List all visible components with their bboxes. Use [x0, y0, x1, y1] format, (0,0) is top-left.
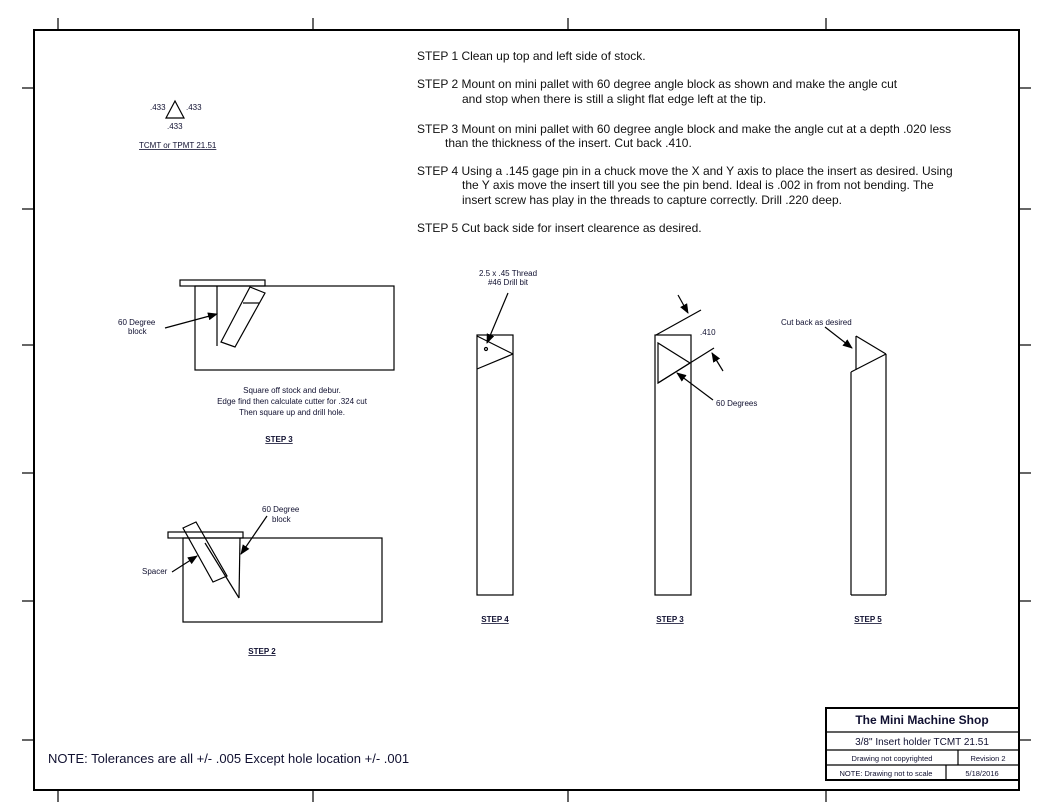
label: block — [128, 327, 148, 336]
label: block — [272, 515, 292, 524]
label: Spacer — [142, 567, 168, 576]
label: 60 Degree — [262, 505, 300, 514]
view-caption: STEP 5 — [854, 615, 882, 624]
side-right-dim: .433 — [186, 103, 202, 112]
copyright-note: Drawing not copyrighted — [852, 754, 933, 763]
triangle-insert-icon — [165, 99, 185, 119]
frame-ticks — [22, 18, 1031, 802]
part-name: 3/8" Insert holder TCMT 21.51 — [855, 737, 989, 748]
drawing-frame — [22, 18, 1031, 802]
angle-label: 60 Degrees — [716, 399, 757, 408]
step-3-text: STEP 3 Mount on mini pallet with 60 degr… — [417, 122, 951, 136]
arrow — [711, 352, 724, 372]
view-step4-top: 2.5 x .45 Thread #46 Drill bit STEP 4 — [476, 269, 537, 624]
drawing-date: 5/18/2016 — [965, 769, 998, 778]
arrow — [676, 372, 714, 401]
view-caption: STEP 4 — [481, 615, 509, 624]
step-4-text: STEP 4 Using a .145 gage pin in a chuck … — [417, 164, 953, 178]
step-1-text: STEP 1 Clean up top and left side of sto… — [417, 49, 646, 63]
step-instructions: STEP 1 Clean up top and left side of sto… — [417, 49, 953, 235]
insert-caption: TCMT or TPMT 21.51 — [139, 141, 217, 150]
arrow — [677, 294, 689, 314]
arrow — [240, 515, 268, 555]
label: Cut back as desired — [781, 318, 852, 327]
step-3-text-cont: than the thickness of the insert. Cut ba… — [445, 136, 692, 150]
note-line: Square off stock and debur. — [243, 386, 341, 395]
view-caption: STEP 3 — [656, 615, 684, 624]
arrow — [486, 292, 509, 344]
label: 60 Degree — [118, 318, 156, 327]
drill-hole — [483, 346, 489, 352]
side-left-dim: .433 — [150, 103, 166, 112]
view-step3-top: .410 60 Degrees STEP 3 — [654, 294, 757, 624]
scale-note: NOTE: Drawing not to scale — [840, 769, 933, 778]
tolerance-note: NOTE: Tolerances are all +/- .005 Except… — [48, 751, 409, 766]
label: 2.5 x .45 Thread — [479, 269, 537, 278]
title-block: The Mini Machine Shop 3/8" Insert holder… — [825, 707, 1020, 781]
view-step5-top: Cut back as desired STEP 5 — [781, 318, 887, 624]
arrow — [824, 326, 853, 349]
step-2-text: STEP 2 Mount on mini pallet with 60 degr… — [417, 77, 898, 91]
step-5-text: STEP 5 Cut back side for insert clearenc… — [417, 221, 702, 235]
note-line: Then square up and drill hole. — [239, 408, 345, 417]
revision: Revision 2 — [970, 754, 1005, 763]
arrow — [164, 312, 218, 329]
insert-triangle-diagram: .433 .433 .433 TCMT or TPMT 21.51 — [139, 99, 217, 150]
dimension-label: .410 — [700, 328, 716, 337]
view-caption: STEP 2 — [248, 647, 276, 656]
step-2-text-cont: and stop when there is still a slight fl… — [462, 92, 766, 106]
label: #46 Drill bit — [488, 278, 529, 287]
view-caption: STEP 3 — [265, 435, 293, 444]
note-line: Edge find then calculate cutter for .324… — [217, 397, 368, 406]
arrow — [171, 555, 198, 573]
company-name: The Mini Machine Shop — [855, 713, 988, 727]
view-step2-side: 60 Degree block Spacer STEP 2 — [142, 505, 383, 656]
view-step3-side: 60 Degree block Square off stock and deb… — [118, 279, 395, 444]
step-4-text-cont1: the Y axis move the insert till you see … — [462, 178, 934, 192]
step-4-text-cont2: insert screw has play in the threads to … — [462, 193, 842, 207]
side-bottom-dim: .433 — [167, 122, 183, 131]
